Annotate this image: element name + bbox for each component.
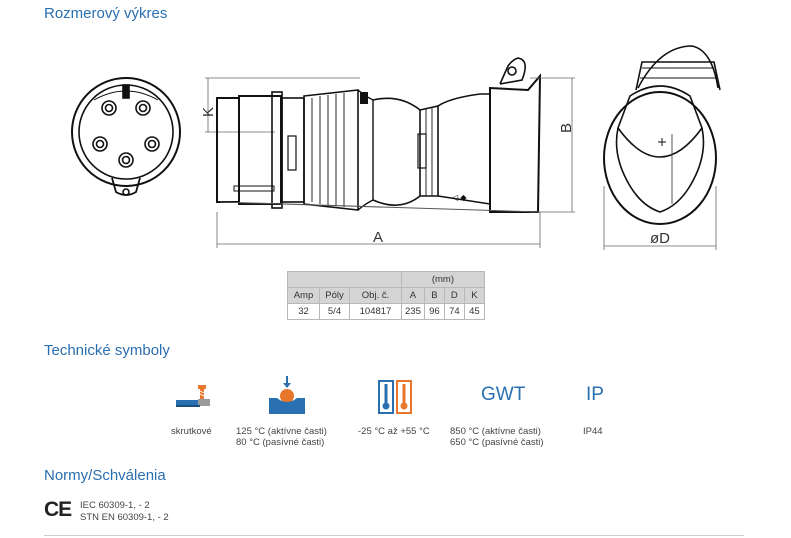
side-view: ◁ ◆ [216, 57, 542, 213]
table-col-obj: Obj. č. [349, 287, 402, 304]
d-dimension [603, 186, 717, 250]
symbol-label-line: -25 °C až +55 °C [358, 426, 430, 437]
table-header-row-2: Amp Póly Obj. č. A B D K [287, 287, 485, 304]
dim-label-b: B [558, 123, 575, 133]
norm-line-stn: STN EN 60309-1, - 2 [80, 512, 169, 523]
gwt-text: GWT [481, 384, 526, 405]
table-header-row-1: (mm) [287, 271, 485, 288]
symbol-label-ip: IP44 [583, 426, 603, 437]
table-cell: 74 [443, 303, 465, 320]
table-col-poly: Póly [319, 287, 350, 304]
table-cell: 5/4 [319, 303, 350, 320]
symbols-heading: Technické symboly [44, 342, 170, 359]
table-cell: 235 [401, 303, 425, 320]
table-col-k: K [463, 287, 485, 304]
drawing-heading: Rozmerový výkres [44, 5, 168, 22]
screw-terminal-icon [176, 385, 210, 407]
symbol-label-line: 650 °C (pasívné časti) [450, 437, 544, 448]
b-dimension [530, 77, 575, 213]
a-dimension [216, 212, 541, 248]
table-col-d: D [443, 287, 465, 304]
symbol-label-temperature: -25 °C až +55 °C [358, 426, 430, 437]
symbol-label-line: 850 °C (aktívne časti) [450, 426, 541, 437]
front-view [71, 77, 181, 196]
norm-line-iec: IEC 60309-1, - 2 [80, 500, 150, 511]
symbol-label-gwt: 850 °C (aktívne časti) 650 °C (pasívné č… [450, 426, 544, 448]
table-row: 32 5/4 104817 235 96 74 45 [287, 303, 485, 320]
norms-heading: Normy/Schválenia [44, 467, 166, 484]
rear-view [603, 45, 721, 225]
ball-pressure-icon [269, 376, 305, 414]
dim-label-k: K [200, 107, 217, 117]
table-cell: 45 [463, 303, 485, 320]
table-col-b: B [423, 287, 445, 304]
table-col-a: A [401, 287, 425, 304]
dimension-drawing: K ◁ ◆ B A [71, 45, 721, 250]
dim-label-a: A [373, 229, 383, 246]
symbol-label-line: 80 °C (pasívné časti) [236, 437, 325, 448]
ce-mark: CE [44, 498, 72, 521]
svg-text:◁ ◆: ◁ ◆ [452, 193, 467, 202]
table-unit-header: (mm) [401, 271, 485, 288]
ip-text: IP [586, 384, 604, 405]
table-cell: 104817 [349, 303, 402, 320]
table-cell: 32 [287, 303, 320, 320]
thermometer-icon [378, 380, 412, 414]
symbol-label-ball-pressure: 125 °C (aktívne časti) 80 °C (pasívné ča… [236, 426, 327, 448]
table-header-blank [287, 271, 402, 288]
symbol-label-line: 125 °C (aktívne časti) [236, 426, 327, 437]
symbol-label-line: skrutkové [171, 426, 212, 437]
dim-label-d: øD [650, 230, 670, 247]
bottom-divider [44, 535, 744, 536]
symbol-label-line: IP44 [583, 426, 603, 437]
symbol-label-screw: skrutkové [171, 426, 212, 437]
table-col-amp: Amp [287, 287, 320, 304]
table-cell: 96 [423, 303, 445, 320]
dimensions-table: (mm) Amp Póly Obj. č. A B D K 32 5/4 104… [287, 271, 485, 320]
